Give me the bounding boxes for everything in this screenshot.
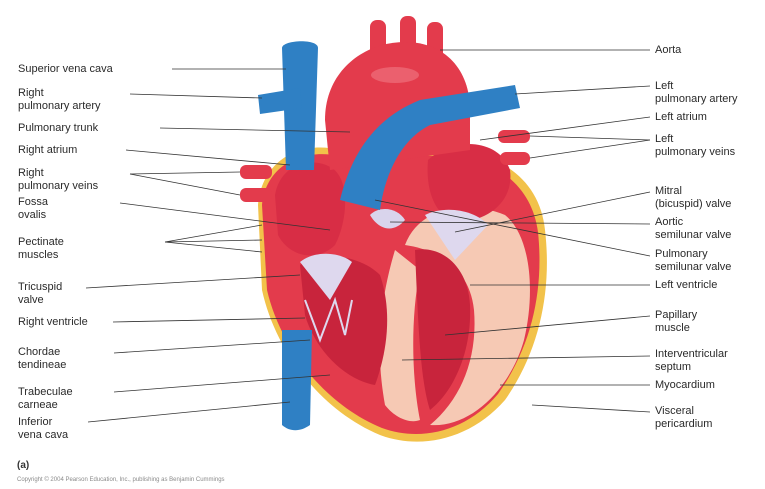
label-right-pulmonary-artery: Right pulmonary artery (18, 87, 101, 113)
label-aortic-semilunar-valve: Aortic semilunar valve (655, 216, 731, 242)
label-pulmonary-semilunar-valve: Pulmonary semilunar valve (655, 248, 731, 274)
label-left-pulmonary-veins: Left pulmonary veins (655, 133, 735, 159)
label-tricuspid-valve: Tricuspid valve (18, 281, 62, 307)
left-pulmonary-vein-2 (500, 152, 530, 165)
label-pulmonary-trunk: Pulmonary trunk (18, 122, 98, 135)
label-left-ventricle: Left ventricle (655, 279, 717, 292)
label-mitral-valve: Mitral (bicuspid) valve (655, 185, 731, 211)
right-atrium-chamber (275, 162, 345, 255)
label-papillary-muscle: Papillary muscle (655, 309, 697, 335)
label-visceral-pericardium: Visceral pericardium (655, 405, 712, 431)
aorta-highlight (371, 67, 419, 83)
copyright-notice: Copyright © 2004 Pearson Education, Inc.… (17, 477, 225, 483)
label-right-atrium: Right atrium (18, 144, 77, 157)
label-aorta: Aorta (655, 44, 681, 57)
figure-tag: (a) (17, 460, 29, 471)
label-pectinate-muscles: Pectinate muscles (18, 236, 64, 262)
label-left-pulmonary-artery: Left pulmonary artery (655, 80, 738, 106)
right-pulmonary-vein-2 (240, 188, 272, 202)
label-myocardium: Myocardium (655, 379, 715, 392)
label-chordae-tendineae: Chordae tendineae (18, 346, 66, 372)
label-inferior-vena-cava: Inferior vena cava (18, 416, 68, 442)
left-pulmonary-vein-1 (498, 130, 530, 143)
inferior-vena-cava-shape (282, 330, 312, 430)
label-right-pulmonary-veins: Right pulmonary veins (18, 167, 98, 193)
label-fossa-ovalis: Fossa ovalis (18, 196, 48, 222)
right-pulmonary-vein-1 (240, 165, 272, 179)
label-right-ventricle: Right ventricle (18, 316, 88, 329)
label-superior-vena-cava: Superior vena cava (18, 63, 113, 76)
label-left-atrium: Left atrium (655, 111, 707, 124)
label-interventricular-septum: Interventricular septum (655, 348, 728, 374)
label-trabeculae-carneae: Trabeculae carneae (18, 386, 73, 412)
